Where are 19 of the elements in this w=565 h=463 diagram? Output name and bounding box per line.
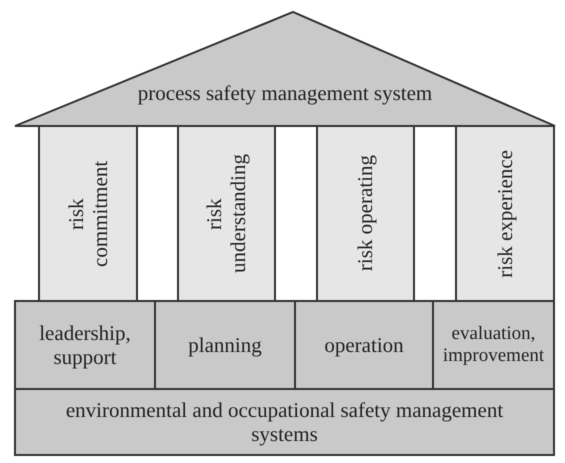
node-label: environmental and occupational safety management systems bbox=[64, 398, 504, 446]
base-block bbox=[432, 300, 555, 390]
pillar bbox=[316, 125, 415, 302]
node-label: operation bbox=[324, 332, 404, 358]
node-label: risk understanding bbox=[202, 153, 251, 275]
node-label: risk experience bbox=[492, 150, 518, 278]
pillar bbox=[38, 125, 138, 302]
foundation-block bbox=[14, 388, 555, 456]
node-label: risk operating bbox=[353, 155, 378, 272]
pillar bbox=[455, 125, 555, 302]
base-block bbox=[154, 300, 296, 390]
node-label: process safety management system bbox=[138, 81, 432, 106]
node-label: planning bbox=[188, 332, 262, 358]
base-block bbox=[294, 300, 434, 390]
pillar bbox=[177, 125, 276, 302]
node-label: evaluation, improvement bbox=[442, 323, 546, 367]
node-label: leadership, support bbox=[38, 320, 132, 370]
base-block bbox=[14, 300, 156, 390]
node-label: risk commitment bbox=[64, 159, 112, 269]
